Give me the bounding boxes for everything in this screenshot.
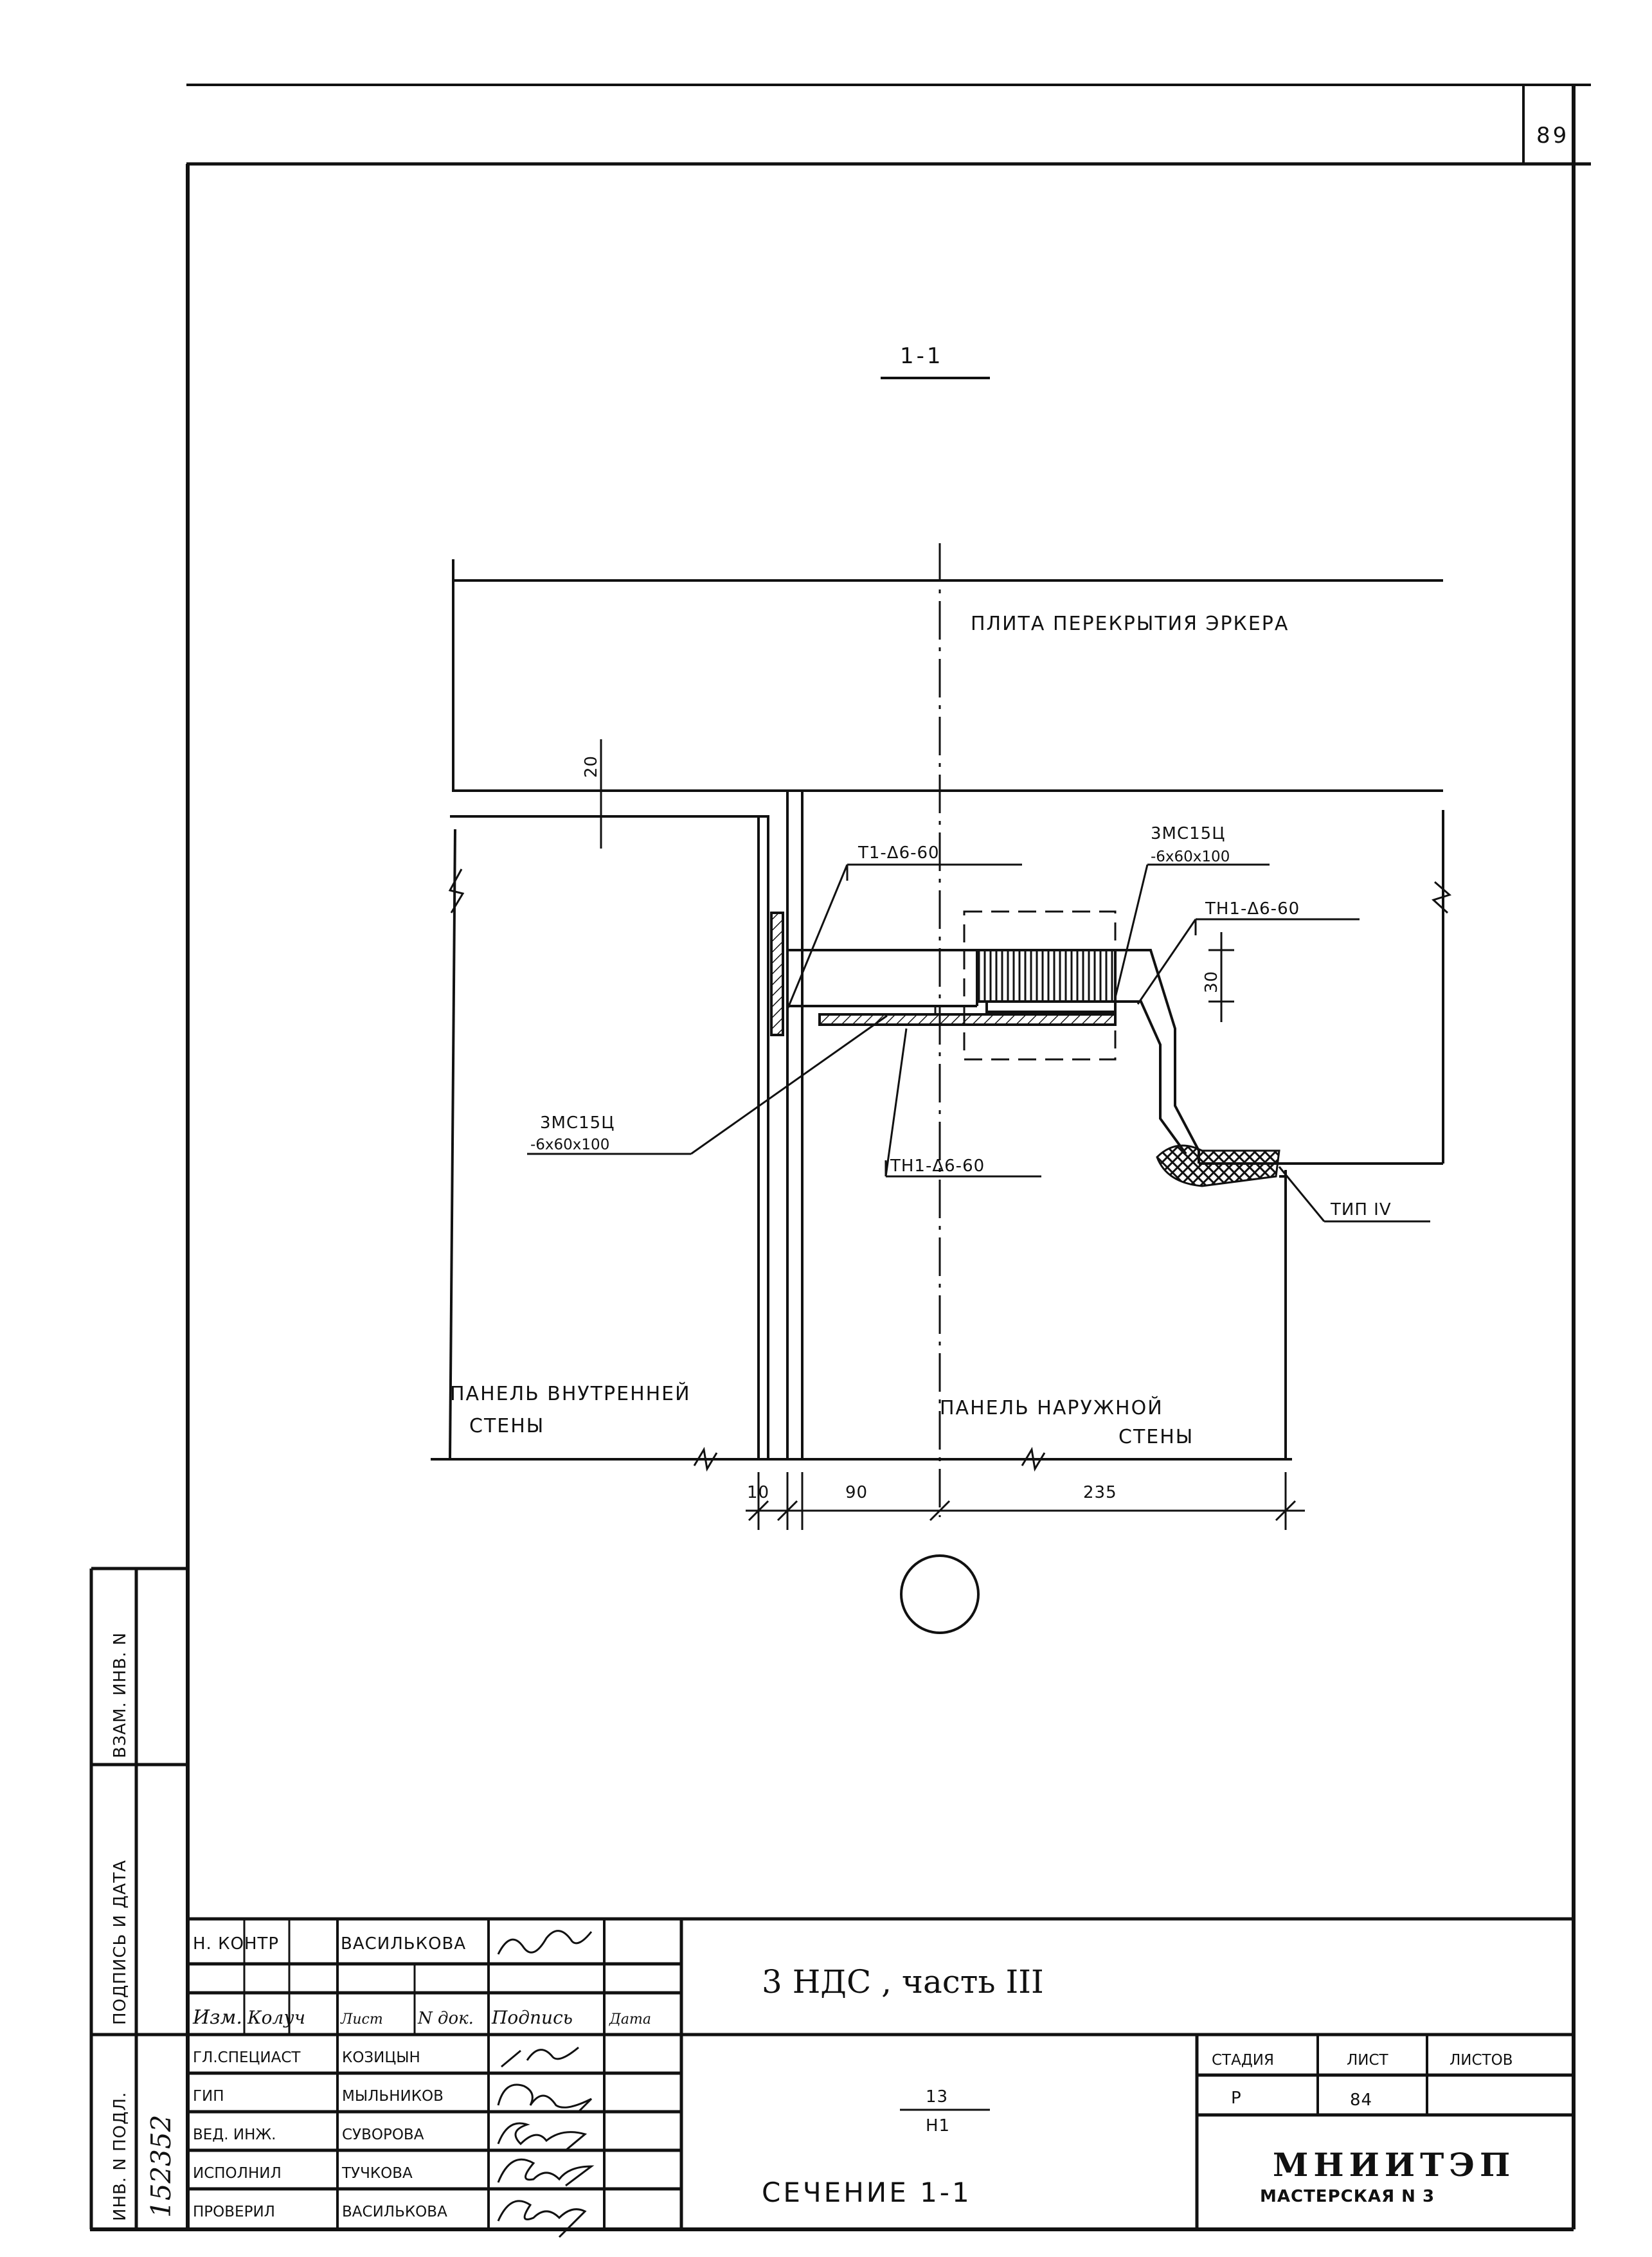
inner-panel-label-1: ПАНЕЛЬ ВНУТРЕННЕЙ — [450, 1382, 691, 1405]
section-diagram — [431, 543, 1451, 1634]
side-stamp — [89, 1567, 188, 2229]
listov-label: ЛИСТОВ — [1450, 2052, 1513, 2069]
name-1: КОЗИЦЫН — [342, 2049, 420, 2066]
section-title: 1-1 — [900, 343, 944, 369]
list-value: 84 — [1350, 2091, 1372, 2110]
stage-value: Р — [1231, 2089, 1242, 2108]
signatures — [497, 1930, 595, 2238]
callout-type: ТИП IV — [1330, 1200, 1392, 1219]
name-5: ВАСИЛЬКОВА — [342, 2204, 447, 2220]
outer-panel-label-1: ПАНЕЛЬ НАРУЖНОЙ — [940, 1396, 1163, 1419]
outer-panel-label-2: СТЕНЫ — [1118, 1426, 1194, 1448]
inner-panel-label-2: СТЕНЫ — [469, 1415, 544, 1437]
project-title: 3 НДС , часть III — [762, 1963, 1044, 2001]
side-stamp-vzam: ВЗАМ. ИНВ. N — [111, 1632, 130, 1758]
weld-block — [976, 949, 1117, 1003]
code-top: 13 — [926, 2087, 948, 2107]
name-4: ТУЧКОВА — [341, 2165, 413, 2182]
dashed-zone — [963, 910, 1117, 1061]
name-2: МЫЛЬНИКОВ — [342, 2088, 444, 2105]
n-kontr-name: ВАСИЛЬКОВА — [341, 1934, 466, 1954]
name-3: СУВОРОВА — [342, 2127, 424, 2143]
stage-label: СТАДИЯ — [1212, 2052, 1274, 2069]
steel-strip — [818, 1013, 1117, 1026]
dim-90: 90 — [845, 1483, 868, 1502]
side-stamp-inv-value: 152352 — [145, 2115, 177, 2218]
dim-20: 20 — [582, 755, 601, 778]
header-podpis: Подпись — [491, 2007, 573, 2028]
embedded-plate — [770, 912, 784, 1036]
sheet-number: 89 — [1536, 123, 1569, 148]
side-stamp-podpis: ПОДПИСЬ И ДАТА — [111, 1860, 130, 2025]
callout-3mc-right-sub: -6х60х100 — [1151, 849, 1230, 865]
callout-th1-right: ТН1-Δ6-60 — [1205, 899, 1300, 919]
header-data: Дата — [609, 2011, 651, 2028]
callout-t1: Т1-Δ6-60 — [857, 843, 940, 863]
sealant-joint — [1156, 1144, 1280, 1187]
sheet-frame — [90, 84, 1591, 2231]
sheet-name: СЕЧЕНИЕ 1-1 — [762, 2177, 972, 2208]
axis-marker-circle — [900, 1554, 980, 1634]
slab-label: ПЛИТА ПЕРЕКРЫТИЯ ЭРКЕРА — [971, 613, 1289, 635]
n-kontr-role: Н. КОНТР — [193, 1934, 279, 1954]
dim-30: 30 — [1202, 971, 1221, 993]
role-4: ИСПОЛНИЛ — [193, 2165, 282, 2182]
code-bottom: Н1 — [926, 2116, 950, 2136]
dim-235: 235 — [1083, 1483, 1117, 1502]
callout-3mc-left: 3МС15Ц — [540, 1113, 615, 1133]
org-name: МНИИТЭП — [1273, 2146, 1515, 2184]
role-3: ВЕД. ИНЖ. — [193, 2127, 276, 2143]
header-list: Лист — [340, 2011, 383, 2028]
role-1: ГЛ.СПЕЦИАСТ — [193, 2049, 301, 2066]
callout-th1-bottom: ТН1-Δ6-60 — [890, 1156, 985, 1176]
inner-wall-panel — [450, 815, 769, 1459]
role-2: ГИП — [193, 2088, 224, 2105]
header-koluch: Колуч — [247, 2007, 305, 2028]
role-5: ПРОВЕРИЛ — [193, 2204, 275, 2220]
list-label: ЛИСТ — [1347, 2052, 1389, 2069]
header-izm: Изм. — [192, 2006, 242, 2029]
title-block — [188, 1917, 1574, 2229]
org-sub: МАСТЕРСКАЯ N 3 — [1260, 2187, 1435, 2206]
side-stamp-inv: ИНВ. N ПОДЛ. — [111, 2092, 130, 2221]
callout-3mc-left-sub: -6х60х100 — [530, 1137, 609, 1153]
dim-10: 10 — [747, 1483, 769, 1502]
floor-slab — [452, 559, 1443, 792]
callout-3mc-right: 3МС15Ц — [1151, 824, 1225, 843]
header-ndok: N док. — [417, 2009, 474, 2028]
